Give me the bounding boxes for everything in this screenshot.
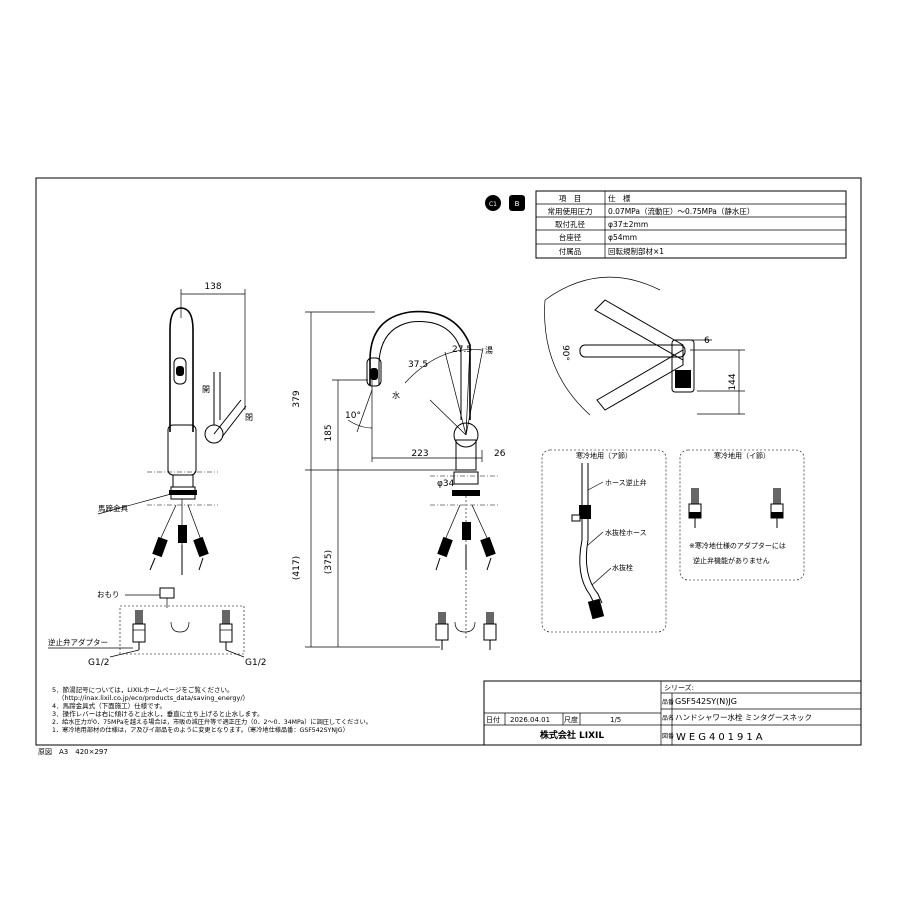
note-line: 3．操作レバーは右に傾けると止水し，垂直に立ち上げると止水します。: [52, 709, 264, 718]
dim-417: (417): [292, 556, 302, 580]
cold-region-i-panel: 寒冷地用（イ節） ※寒冷地仕様のアダプターには 逆止弁機能がありません: [679, 449, 805, 581]
spec-row-value: 回転規制部材×1: [608, 246, 664, 256]
name-label: 品名: [662, 714, 674, 722]
spec-row-value: φ54mm: [608, 233, 637, 242]
drawing-no-label: 図番: [662, 733, 674, 740]
label-drain: 水抜栓: [612, 563, 633, 572]
dim-10-deg: 10°: [345, 411, 361, 421]
dim-phi34: φ34: [437, 479, 455, 489]
adapter-front-left: [435, 612, 449, 650]
note-line: 1．寒冷地用部材の仕様は，ア及びイ部品をのように変更となります。（寒冷地仕様品番…: [52, 726, 349, 734]
note-line: 4．馬蹄金具式（下面施工）仕様です。: [52, 701, 166, 710]
spec-row-item: 取付孔径: [555, 219, 585, 229]
svg-text:B: B: [515, 200, 520, 208]
title-block: シリーズ: 品番 GSF542SY(N)JG 品名 ハンドシャワー水栓 ミンタグ…: [483, 680, 862, 746]
series-label: シリーズ:: [664, 683, 694, 692]
check-valve-adapter-left: [132, 610, 146, 650]
dim-27-5: 27.5: [452, 345, 472, 355]
dim-37-5: 37.5: [408, 360, 428, 370]
spec-row-value: φ37±2mm: [608, 220, 648, 229]
notes: 5．節湯記号については，LIXILホームページをご覧ください。 （http://…: [52, 685, 372, 734]
product-name: ハンドシャワー水栓 ミンタグースネック: [675, 712, 812, 722]
adapter-cold-right: [770, 488, 784, 528]
label-g12-right: G1/2: [245, 658, 266, 668]
hoses-front: [435, 504, 496, 571]
label-close: 閉: [245, 413, 253, 422]
cold-note-line-2: 逆止弁機能がありません: [693, 556, 770, 565]
note-line: （http://inax.lixil.co.jp/eco/products_da…: [58, 694, 249, 702]
date-label: 日付: [486, 715, 500, 724]
spec-row-item: 常用使用圧力: [548, 206, 593, 216]
badge-b: B: [509, 195, 525, 211]
weight: [159, 587, 175, 599]
dim-379: 379: [292, 390, 302, 407]
spec-row-value: 0.07MPa（流動圧）～0.75MPa（静水圧）: [608, 206, 754, 216]
badge-c1: C1: [485, 195, 501, 211]
cold-note-line-1: ※寒冷地仕様のアダプターには: [689, 541, 786, 550]
dim-375: (375): [324, 550, 334, 574]
svg-text:C1: C1: [489, 201, 497, 208]
adapter-cold-left: [688, 488, 702, 528]
model-label: 品番: [662, 699, 674, 706]
scale-label: 尺度: [564, 715, 578, 724]
cold-region-i-title: 寒冷地用（イ節）: [714, 451, 770, 460]
label-water: 水: [392, 390, 400, 400]
adapter-front-right: [483, 612, 497, 650]
label-check-valve-adapter: 逆止弁アダプター: [48, 637, 108, 647]
top-view: 90° 6 144: [544, 276, 745, 416]
scale-value: 1/5: [610, 716, 621, 724]
spec-table: C1 B 項 目 仕 様 常用使用圧力 0.07MPa（流動圧）～0.75MPa…: [485, 190, 847, 259]
dim-144: 144: [728, 373, 738, 390]
label-drain-hose: 水抜栓ホース: [605, 528, 647, 537]
dim-6: 6: [704, 336, 710, 346]
cold-region-a-panel: 寒冷地用（ア節） ホース逆止弁 水抜栓ホース 水抜栓: [541, 449, 667, 633]
spec-header-spec: 仕 様: [608, 193, 631, 203]
side-view: 138 開 閉 おもり: [48, 282, 266, 668]
drawing-frame: [35, 177, 862, 746]
cold-region-a-title: 寒冷地用（ア節）: [576, 451, 632, 460]
spec-row-item: 台座径: [559, 232, 582, 242]
note-line: 2．給水圧力が0．75MPaを越える場合は，市販の減圧弁等で適正圧力（0．2～0…: [52, 718, 372, 726]
dim-90-deg: 90°: [560, 345, 570, 361]
drawing-number: WEG40191A: [676, 732, 766, 743]
model-number: GSF542SY(N)JG: [675, 697, 737, 706]
dim-26: 26: [494, 449, 506, 459]
dim-185: 185: [324, 424, 334, 441]
spec-row-item: 付属品: [559, 246, 582, 256]
spec-header-item: 項 目: [559, 194, 582, 203]
label-hot: 湯: [485, 345, 493, 355]
date-value: 2026.04.01: [510, 716, 550, 724]
company-name: 株式会社 LIXIL: [540, 729, 605, 741]
paper-size: 原図 A3 420×297: [38, 748, 108, 756]
front-view: 379 185 (417) (375) 223 26 37.5 27.5 水 湯…: [292, 310, 506, 650]
label-open: 開: [202, 385, 210, 394]
label-hose-check-valve: ホース逆止弁: [605, 478, 647, 487]
dim-223: 223: [411, 449, 428, 459]
hoses-left: [149, 504, 209, 575]
note-line: 5．節湯記号については，LIXILホームページをご覧ください。: [52, 685, 234, 694]
label-mounting: 馬蹄金具: [98, 503, 128, 513]
label-g12-left: G1/2: [88, 658, 109, 668]
dim-138: 138: [204, 282, 221, 292]
label-weight: おもり: [97, 590, 120, 599]
check-valve-adapter-right: [219, 610, 233, 650]
